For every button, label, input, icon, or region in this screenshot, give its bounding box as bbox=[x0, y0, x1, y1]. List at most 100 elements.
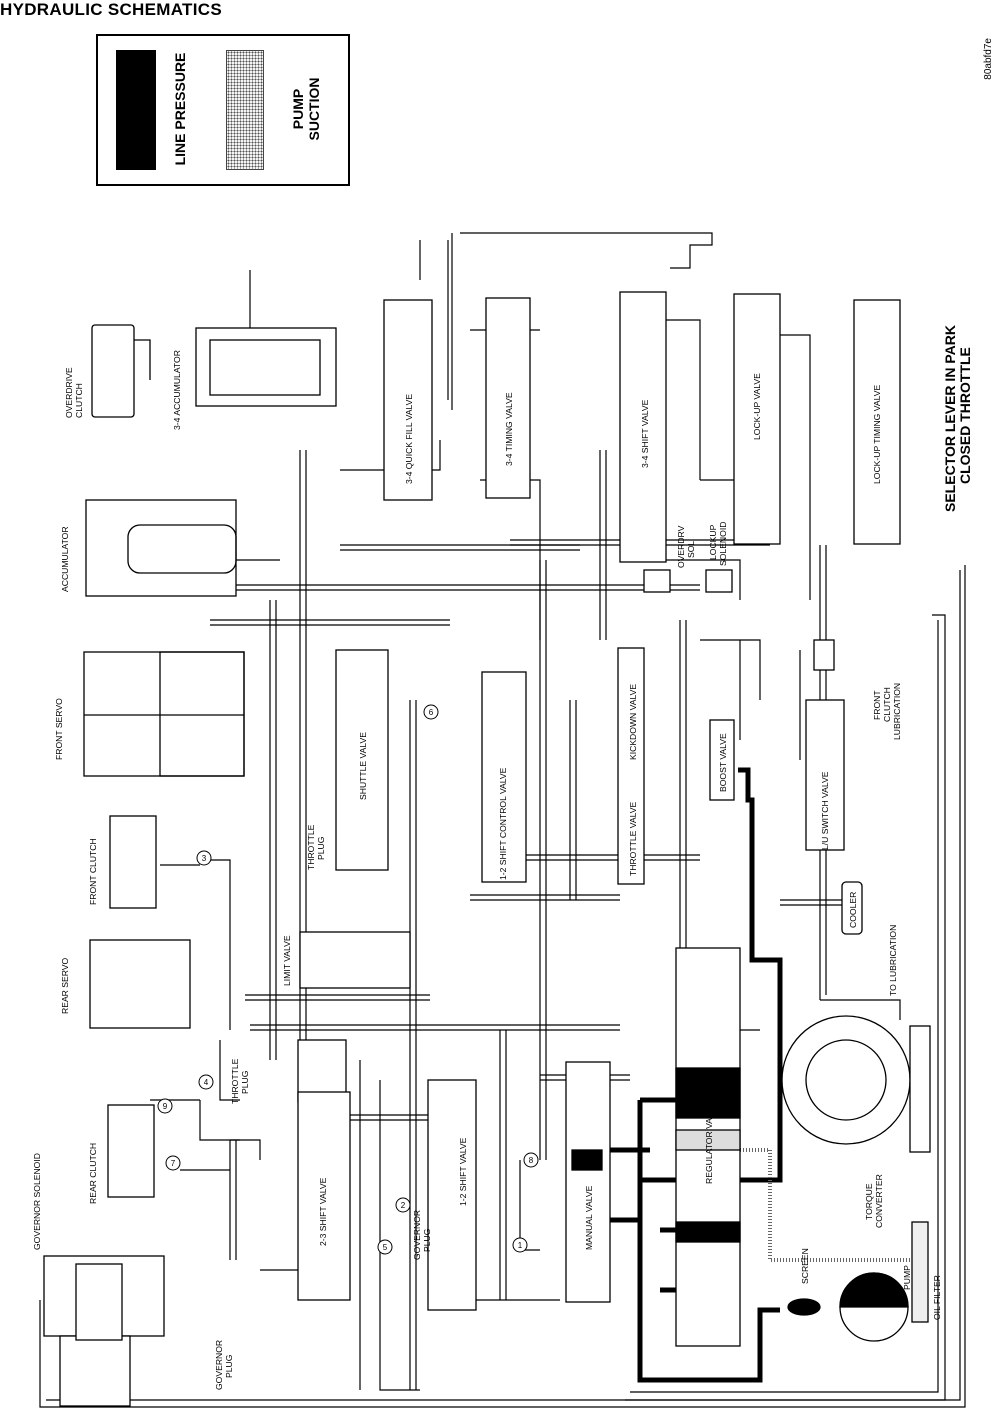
shift-valve-3-4 bbox=[619, 291, 667, 563]
check-ball-9 bbox=[157, 1098, 173, 1114]
legend: LINE PRESSURE PUMP SUCTION bbox=[96, 34, 350, 186]
components bbox=[43, 291, 931, 1407]
shuttle-valve-label: SHUTTLE VALVE bbox=[358, 732, 368, 800]
boost-valve-label: BOOST VALVE bbox=[718, 733, 728, 792]
shift-control-valve-label: 1-2 SHIFT CONTROL VALVE bbox=[498, 767, 508, 880]
shift-valve-2-3 bbox=[297, 1091, 351, 1301]
accumulator-3-4-label: 3-4 ACCUMULATOR bbox=[172, 350, 182, 430]
shift-valve-3-4-label: 3-4 SHIFT VALVE bbox=[640, 399, 650, 468]
selector-status: SELECTOR LEVER IN PARK CLOSED THROTTLE bbox=[942, 325, 973, 512]
shift-valve-1-2-label: 1-2 SHIFT VALVE bbox=[458, 1137, 468, 1206]
check-balls: 1 2 3 4 5 6 7 8 9 bbox=[157, 704, 539, 1255]
kickdown-valve-label: KICKDOWN VALVE bbox=[628, 684, 638, 760]
accumulator bbox=[85, 499, 237, 597]
selector-status-line-2: CLOSED THROTTLE bbox=[957, 347, 973, 484]
lockup-timing-valve bbox=[853, 299, 901, 545]
overdrive-clutch-label-1: OVERDRIVE bbox=[64, 367, 74, 418]
throttle-plug-lower-label-1: THROTTLE bbox=[230, 1058, 240, 1104]
lockup-valve-label: LOCK-UP VALVE bbox=[752, 373, 762, 440]
check-ball-4 bbox=[198, 1074, 214, 1090]
cooler bbox=[841, 881, 863, 935]
check-ball-8-label: 8 bbox=[529, 1156, 534, 1165]
throttle-plug-upper-label-2: PLUG bbox=[316, 836, 326, 860]
front-clutch-lub-label-3: LUBRICATION bbox=[892, 683, 902, 740]
shift-control-valve-1-2 bbox=[481, 671, 527, 883]
check-ball-9-label: 9 bbox=[163, 1102, 168, 1111]
governor-plug-mid-label-1: GOVERNOR bbox=[412, 1210, 422, 1260]
line-pressure-swatch bbox=[116, 50, 156, 170]
torque-converter bbox=[781, 1015, 911, 1145]
check-ball-1-label: 1 bbox=[518, 1241, 523, 1250]
governor-plug-left-label-2: PLUG bbox=[224, 1354, 234, 1378]
lockup-solenoid-label-2: SOLENOID bbox=[718, 522, 728, 566]
governor-solenoid-label: GOVERNOR SOLENOID bbox=[32, 1153, 42, 1250]
accumulator-3-4 bbox=[195, 327, 337, 407]
front-clutch-lub-label-1: FRONT bbox=[872, 690, 882, 720]
shift-valve-2-3-label: 2-3 SHIFT VALVE bbox=[318, 1177, 328, 1246]
check-ball-6 bbox=[423, 704, 439, 720]
timing-valve-label: 3-4 TIMING VALVE bbox=[504, 392, 514, 466]
front-servo-label: FRONT SERVO bbox=[54, 698, 64, 760]
shuttle-valve bbox=[335, 649, 389, 871]
lockup-timing-valve-label: LOCK-UP TIMING VALVE bbox=[872, 385, 882, 484]
oil-filter-label: OIL FILTER bbox=[932, 1275, 942, 1320]
lockup-solenoid bbox=[705, 569, 733, 593]
selector-status-line-1: SELECTOR LEVER IN PARK bbox=[942, 325, 958, 512]
torque-converter-label-2: CONVERTER bbox=[874, 1174, 884, 1228]
check-ball-5-label: 5 bbox=[383, 1243, 388, 1252]
check-ball-2 bbox=[395, 1197, 411, 1213]
oil-filter bbox=[911, 1221, 929, 1323]
lu-switch-valve bbox=[805, 699, 845, 851]
front-clutch bbox=[109, 815, 157, 909]
check-ball-6-label: 6 bbox=[429, 708, 434, 717]
overdrive-clutch-label-2: CLUTCH bbox=[74, 383, 84, 418]
manual-valve bbox=[565, 1061, 611, 1303]
check-ball-4-label: 4 bbox=[204, 1078, 209, 1087]
throttle-plug-lower-label-2: PLUG bbox=[240, 1070, 250, 1094]
lu-switch-valve-label: L/U SWITCH VALVE bbox=[820, 771, 830, 850]
front-clutch-label: FRONT CLUTCH bbox=[88, 838, 98, 905]
check-ball-8 bbox=[523, 1152, 539, 1168]
throttle-plug-upper-label-1: THROTTLE bbox=[306, 824, 316, 870]
overdrv-sol-label-2: SOL bbox=[686, 541, 696, 558]
pump-suction-swatch bbox=[226, 50, 264, 170]
check-ball-3 bbox=[196, 850, 212, 866]
accumulator-label: ACCUMULATOR bbox=[60, 526, 70, 592]
check-ball-5 bbox=[377, 1239, 393, 1255]
regulator-valve-label: REGULATOR VALVE bbox=[704, 1102, 714, 1184]
check-ball-2-label: 2 bbox=[401, 1201, 406, 1210]
lockup-solenoid-label-1: LOCKUP bbox=[708, 524, 718, 560]
front-clutch-lub-label-2: CLUTCH bbox=[882, 687, 892, 722]
overdrv-sol-label-1: OVERDRV bbox=[676, 525, 686, 568]
front-servo bbox=[83, 651, 245, 777]
quick-fill-valve-label: 3-4 QUICK FILL VALVE bbox=[404, 394, 414, 484]
rear-servo bbox=[89, 939, 191, 1029]
screen bbox=[787, 1298, 821, 1316]
check-ball-1 bbox=[512, 1237, 528, 1253]
kickdown-throttle-valve bbox=[617, 647, 645, 885]
shift-valve-1-2 bbox=[427, 1079, 477, 1311]
torque-converter-label-1: TORQUE bbox=[864, 1183, 874, 1220]
check-ball-7 bbox=[165, 1155, 181, 1171]
governor-plug-left-label-1: GOVERNOR bbox=[214, 1340, 224, 1390]
hydraulic-lines bbox=[39, 232, 966, 1408]
screen-label: SCREEN bbox=[800, 1248, 810, 1284]
page-title: HYDRAULIC SCHEMATICS bbox=[0, 0, 222, 19]
lockup-valve bbox=[733, 293, 781, 545]
limit-valve bbox=[299, 931, 411, 989]
front-clutch-lubrication bbox=[813, 639, 835, 671]
pump-label: PUMP bbox=[902, 1265, 912, 1290]
timing-valve-3-4 bbox=[485, 297, 531, 499]
throttle-valve-label: THROTTLE VALVE bbox=[628, 802, 638, 876]
check-ball-3-label: 3 bbox=[202, 854, 207, 863]
to-lubrication-label: TO LUBRICATION bbox=[888, 925, 898, 996]
governor-plug-mid-label-2: PLUG bbox=[422, 1228, 432, 1252]
cooler-label: COOLER bbox=[848, 892, 858, 928]
manual-valve-label: MANUAL VALVE bbox=[584, 1185, 594, 1250]
overdrive-clutch bbox=[91, 324, 135, 418]
overdrv-solenoid bbox=[643, 569, 671, 593]
rear-clutch-label: REAR CLUTCH bbox=[88, 1143, 98, 1204]
rear-clutch bbox=[107, 1104, 155, 1198]
check-ball-7-label: 7 bbox=[171, 1159, 176, 1168]
